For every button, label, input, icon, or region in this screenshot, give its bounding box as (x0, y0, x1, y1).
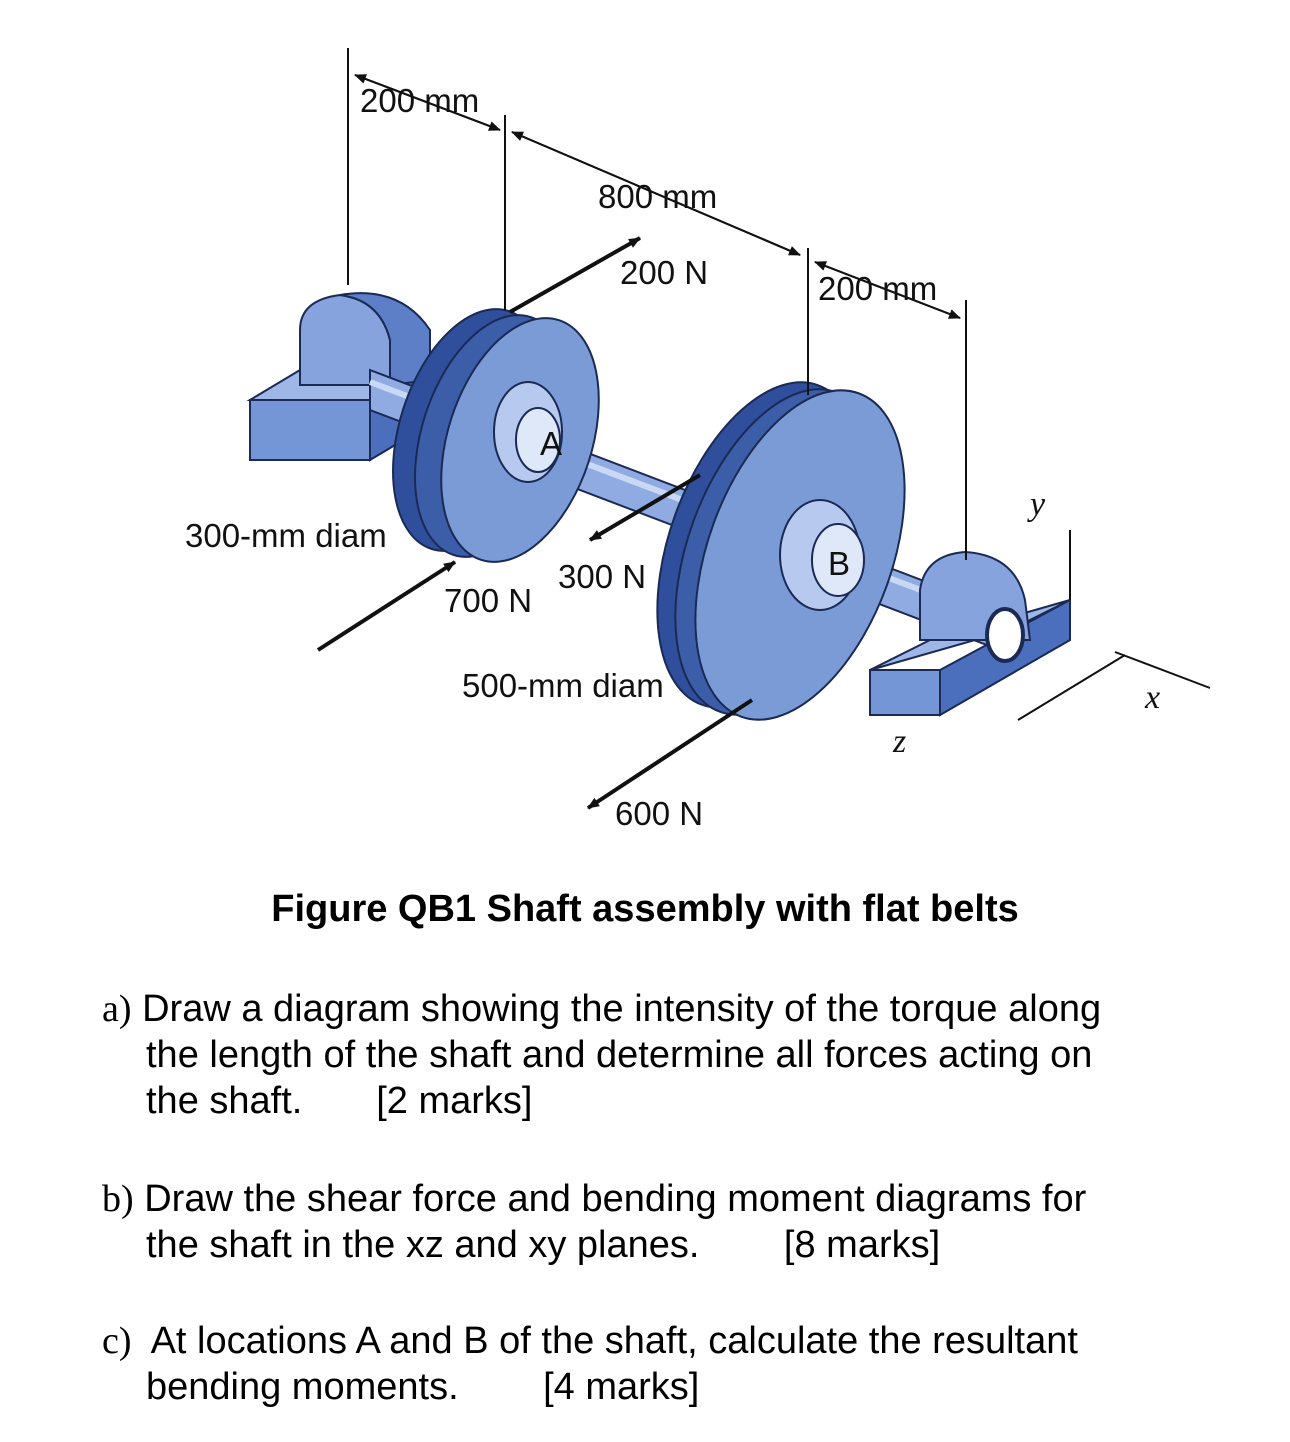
question-a: a) Draw a diagram showing the intensity … (102, 986, 1252, 1124)
force-arrows (316, 236, 754, 810)
dim-left-label: 200 mm (360, 82, 479, 119)
pulley-a: A (392, 308, 600, 563)
force-700-label: 700 N (444, 582, 532, 619)
question-c: c) At locations A and B of the shaft, ca… (102, 1318, 1252, 1410)
figure-caption: Figure QB1 Shaft assembly with flat belt… (271, 888, 1019, 930)
shaft-assembly-figure: A B 200 mm 800 mm 200 mm (185, 48, 1211, 832)
question-c-letter: c) (102, 1320, 132, 1362)
force-200-label: 200 N (620, 254, 708, 291)
force-600-label: 600 N (615, 795, 703, 832)
right-bearing (869, 550, 1071, 717)
question-b-line-2: the shaft in the xz and xy planes. (146, 1224, 700, 1266)
question-b-letter: b) (102, 1178, 134, 1220)
question-b-marks: [8 marks] (783, 1224, 941, 1266)
question-c-line-1: At locations A and B of the shaft, calcu… (150, 1320, 1078, 1362)
point-b-label: B (828, 545, 850, 582)
question-a-line-2: the length of the shaft and determine al… (146, 1034, 1093, 1076)
axis-z-label: z (892, 723, 906, 760)
question-c-line-2: bending moments. (146, 1366, 459, 1408)
dimension-lines (347, 48, 967, 560)
coordinate-axes (1017, 530, 1211, 721)
question-b-line-1: Draw the shear force and bending moment … (144, 1178, 1087, 1220)
diam-large-label: 500-mm diam (462, 667, 664, 704)
axis-x-label: x (1144, 679, 1160, 716)
pulley-b: B (656, 381, 906, 721)
question-a-line-1: Draw a diagram showing the intensity of … (142, 988, 1102, 1030)
dim-right-label: 200 mm (818, 270, 937, 307)
point-a-label: A (540, 425, 562, 462)
question-a-letter: a) (102, 988, 132, 1030)
force-300-label: 300 N (558, 558, 646, 595)
question-b: b) Draw the shear force and bending mome… (102, 1176, 1252, 1268)
axis-y-label: y (1027, 486, 1046, 523)
question-c-marks: [4 marks] (543, 1366, 700, 1408)
question-a-marks: [2 marks] (376, 1080, 533, 1122)
dim-middle-label: 800 mm (598, 178, 717, 215)
question-a-line-3: the shaft. (146, 1080, 303, 1122)
diam-small-label: 300-mm diam (185, 517, 387, 554)
